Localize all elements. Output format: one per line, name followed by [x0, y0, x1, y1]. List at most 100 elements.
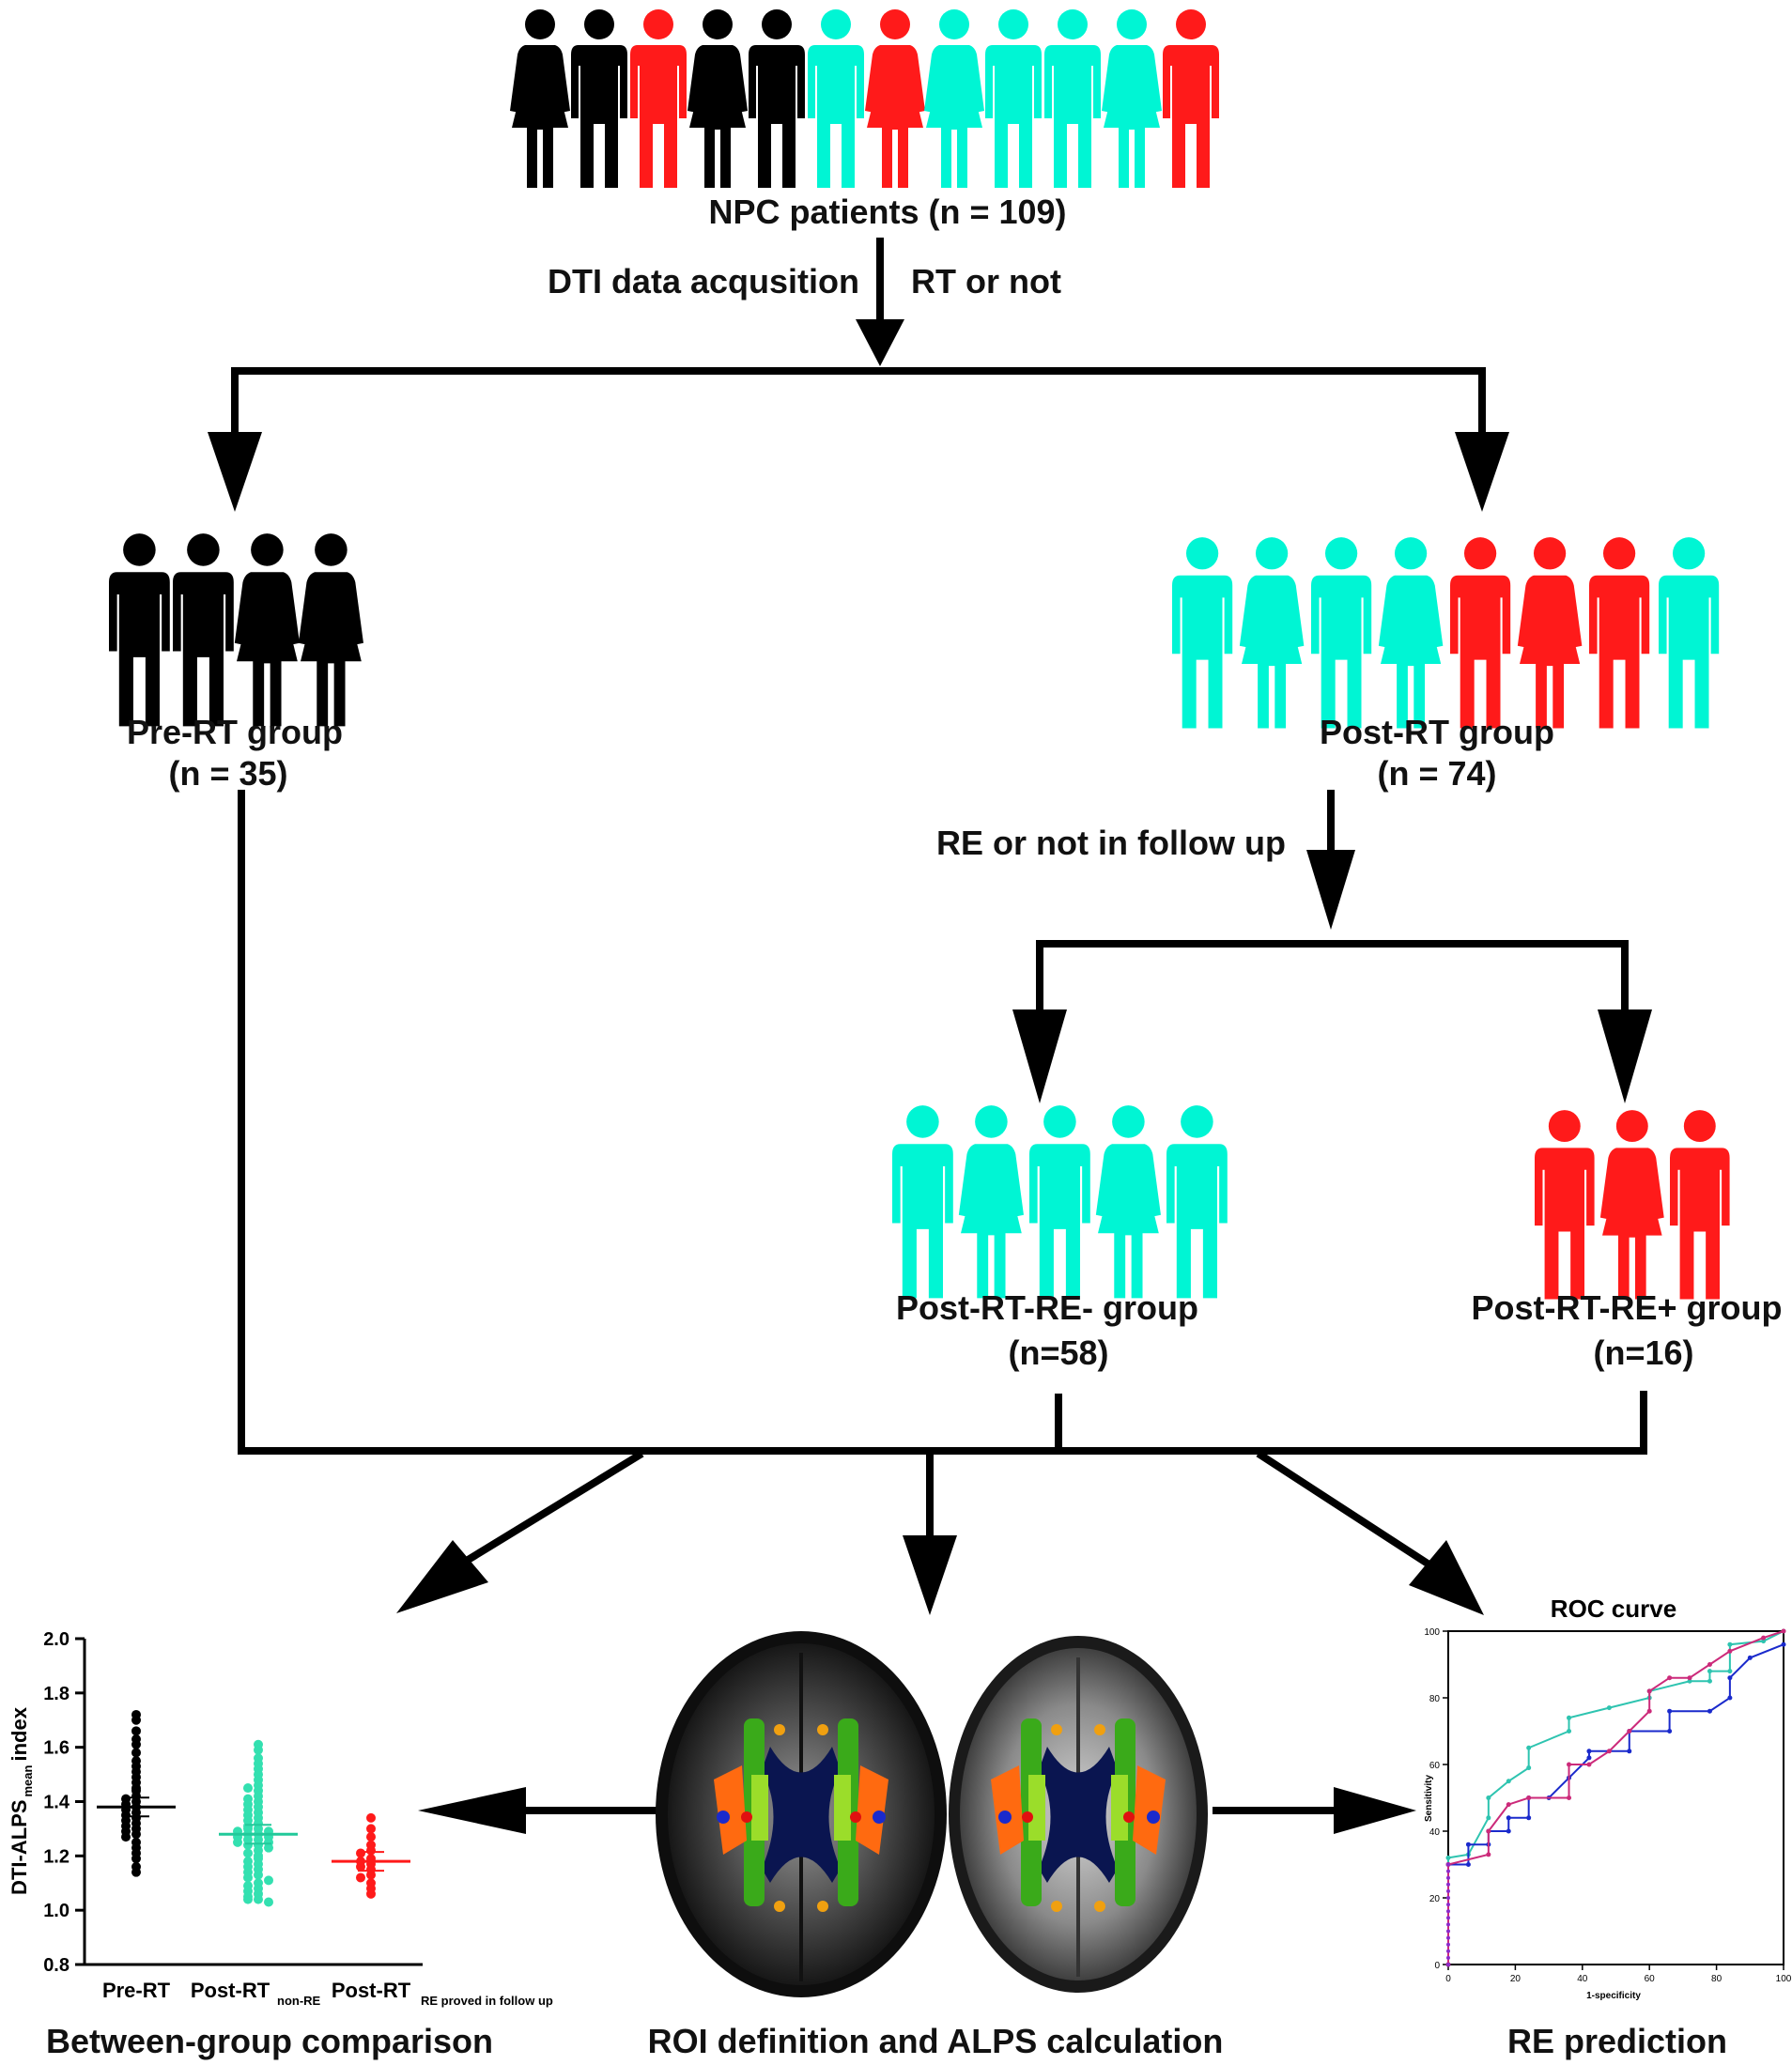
roc-point	[1526, 1795, 1532, 1800]
roc-point	[1727, 1695, 1733, 1701]
scatter-point	[131, 1739, 141, 1749]
scatter-tick-label: 1.0	[43, 1901, 70, 1921]
roc-y-tick-label: 80	[1429, 1694, 1441, 1704]
npc-person-9	[985, 9, 1042, 188]
post-rt-person-6	[1517, 537, 1583, 729]
roc-point	[1627, 1749, 1632, 1754]
scatter-point	[233, 1837, 242, 1847]
roc-x-tick-label: 80	[1711, 1974, 1722, 1984]
scatter-point	[131, 1726, 141, 1736]
pre-rt-n: (n = 35)	[168, 754, 287, 793]
roc-point	[1486, 1795, 1491, 1800]
pre-rt-person-1	[109, 533, 170, 727]
scatter-point	[366, 1845, 376, 1856]
scatter-tick-label: 2.0	[43, 1629, 70, 1650]
scatter-point	[254, 1745, 263, 1755]
roc-point	[1486, 1828, 1491, 1834]
roc-point	[1586, 1762, 1592, 1767]
roc-series-3	[1447, 1630, 1784, 1965]
arrow-down-middle	[903, 1535, 957, 1615]
post-rt-re-pos-icons	[1535, 1110, 1730, 1300]
roc-axis-point	[1446, 1875, 1450, 1880]
scatter-point	[356, 1872, 365, 1883]
roc-x-tick-label: 40	[1577, 1974, 1588, 1984]
roc-point	[1707, 1669, 1712, 1674]
brain-roi-images	[656, 1631, 1208, 1997]
roc-series-2	[1447, 1643, 1784, 1965]
roc-series	[1445, 1628, 1786, 1967]
npc-person-1	[510, 9, 570, 188]
scatter-point	[131, 1867, 141, 1877]
roc-point	[1727, 1669, 1733, 1674]
scatter-y-label-main: DTI-ALPS	[8, 1799, 31, 1894]
brain-image-md	[949, 1636, 1208, 1993]
npc-person-2	[571, 9, 627, 188]
roc-y-tick-label: 20	[1429, 1894, 1441, 1904]
arrow-right-diag	[1409, 1540, 1484, 1615]
pre-rt-person-3	[234, 533, 300, 727]
roc-axis-point	[1446, 1949, 1450, 1953]
brain-image-fa	[656, 1631, 947, 1997]
scatter-point	[356, 1848, 365, 1858]
roc-x-tick-label: 100	[1776, 1974, 1792, 1984]
scatter-point	[254, 1894, 263, 1904]
arrowheads	[208, 319, 1652, 1834]
roc-point	[1526, 1815, 1532, 1821]
roc-point	[1707, 1662, 1712, 1667]
scatter-point	[366, 1870, 376, 1880]
caption-between-group: Between-group comparison	[46, 2022, 493, 2060]
roc-point	[1761, 1639, 1767, 1644]
arrow-left-diag	[396, 1540, 488, 1613]
step-re-label: RE or not in follow up	[936, 824, 1286, 862]
roc-point	[1781, 1641, 1786, 1647]
scatter-tick-label: 1.6	[43, 1738, 70, 1759]
post-rt-person-5	[1450, 537, 1511, 729]
scatter-point	[254, 1870, 263, 1880]
re-neg-label: Post-RT-RE- group	[896, 1288, 1198, 1327]
roc-point	[1465, 1862, 1471, 1867]
arrow-right-roc	[1334, 1787, 1416, 1834]
scatter-tick-label: 0.8	[43, 1955, 70, 1976]
roc-point	[1781, 1628, 1786, 1634]
scatter-point	[264, 1875, 273, 1886]
arrow-left-scatter	[418, 1787, 526, 1834]
npc-person-10	[1044, 9, 1101, 188]
roc-y-tick-label: 60	[1429, 1761, 1441, 1771]
re-pos-label: Post-RT-RE+ group	[1472, 1288, 1783, 1327]
roc-point	[1567, 1729, 1572, 1734]
post-rt-person-3	[1311, 537, 1372, 729]
npc-person-4	[687, 9, 748, 188]
scatter-point	[243, 1848, 253, 1858]
roc-axis-point	[1446, 1862, 1450, 1867]
scatter-point	[366, 1812, 376, 1823]
scatter-y-label-end: index	[8, 1706, 31, 1761]
roc-axis-point	[1446, 1882, 1450, 1887]
npc-person-5	[749, 9, 805, 188]
scatter-point	[366, 1832, 376, 1842]
scatter-point	[366, 1824, 376, 1834]
roc-x-tick-label: 20	[1510, 1974, 1522, 1984]
roc-point	[1586, 1755, 1592, 1761]
arrow-down-re-pos	[1598, 1009, 1652, 1103]
roc-point	[1727, 1675, 1733, 1681]
re-neg-person-2	[958, 1105, 1024, 1299]
roc-series-1	[1447, 1630, 1784, 1965]
roc-axis-point	[1446, 1869, 1450, 1873]
scatter-x-label: Post-RT	[332, 1979, 411, 2002]
scatter-y-label: DTI-ALPSmeanindex	[8, 1706, 35, 1895]
roc-point	[1727, 1648, 1733, 1654]
roc-point	[1506, 1828, 1511, 1834]
roc-point	[1627, 1729, 1632, 1734]
roc-point	[1761, 1635, 1767, 1641]
npc-person-11	[1102, 9, 1162, 188]
roc-axis-point	[1446, 1955, 1450, 1960]
roc-y-tick-label: 100	[1424, 1627, 1440, 1638]
post-rt-person-1	[1172, 537, 1233, 729]
arrow-down-re-neg	[1012, 1009, 1067, 1103]
re-pos-person-3	[1670, 1110, 1730, 1300]
roc-y-label: Sensitivity	[1424, 1775, 1434, 1822]
